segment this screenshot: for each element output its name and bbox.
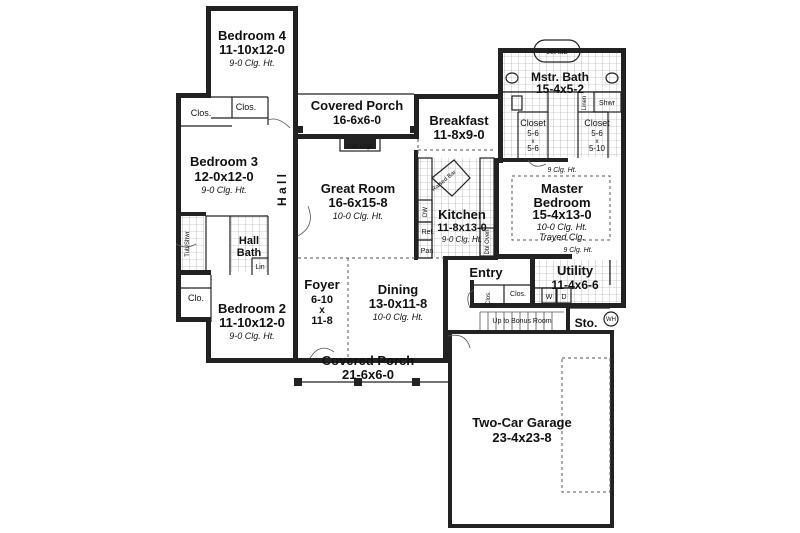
- clg-ht-label-bottom: 9 Clg. Ht.: [563, 247, 592, 254]
- hall-label: H a l l: [275, 174, 289, 206]
- ref-label: Ref.: [422, 229, 435, 236]
- closet-right-w: 5-6: [591, 129, 603, 138]
- porch-front-name: Covered Porch: [322, 353, 415, 368]
- walls: [176, 6, 626, 528]
- dining-ht: 10-0 Clg. Ht.: [373, 312, 424, 322]
- jet-tub-label: Jet tub: [546, 49, 567, 56]
- tub-shwr-label: Tub/Shwr: [185, 231, 191, 256]
- master-ht: 10-0 Clg. Ht.: [537, 222, 588, 232]
- kitchen-name: Kitchen: [438, 207, 486, 222]
- room-labels: Bedroom 4 11-10x12-0 9-0 Clg. Ht. Bedroo…: [190, 28, 599, 445]
- bedroom4-ht: 9-0 Clg. Ht.: [229, 58, 275, 68]
- clos-entry-small-label: Clos.: [486, 291, 492, 305]
- bedroom3-name: Bedroom 3: [190, 154, 258, 169]
- linen-label: Linen: [582, 96, 588, 111]
- dining-name: Dining: [378, 282, 418, 297]
- great-room-dim: 16-6x15-8: [328, 195, 387, 210]
- closet-right-d: 5-10: [589, 144, 606, 153]
- clg-ht-label-top: 9 Clg. Ht.: [547, 167, 576, 174]
- tiled-floors: [180, 52, 622, 304]
- clos-entry-label: Clos.: [510, 291, 526, 298]
- wh-label: WH: [606, 317, 616, 323]
- bedroom2-dim: 11-10x12-0: [219, 315, 285, 330]
- bedroom3-ht: 9-0 Clg. Ht.: [201, 185, 247, 195]
- closet-label-b4: Clos.: [236, 102, 257, 112]
- utility-name: Utility: [557, 263, 594, 278]
- storage-name: Sto.: [575, 316, 598, 330]
- kitchen-dim: 11-8x13-0: [437, 222, 487, 234]
- garage-dim: 23-4x23-8: [492, 430, 551, 445]
- bedroom4-dim: 11-10x12-0: [219, 42, 285, 57]
- interior-lines: [175, 39, 622, 493]
- closet-left-label: Closet: [520, 118, 546, 128]
- dw-label: DW: [423, 207, 429, 217]
- stairs: [479, 311, 564, 330]
- closet-left-d: 5-6: [527, 144, 539, 153]
- great-room-ht: 10-0 Clg. Ht.: [333, 211, 384, 221]
- master-note: Trayed Clg.: [539, 232, 585, 242]
- breakfast-dim: 11-8x9-0: [433, 127, 484, 142]
- bonus-room-label: Up to Bonus Room: [492, 318, 551, 325]
- closet-label-b2: Clo.: [188, 293, 204, 303]
- shwr-label: Shwr: [599, 100, 616, 107]
- mstr-bath-name: Mstr. Bath: [531, 70, 589, 84]
- bedroom2-name: Bedroom 2: [218, 301, 286, 316]
- entry-name: Entry: [469, 265, 503, 280]
- bedroom3-dim: 12-0x12-0: [194, 169, 253, 184]
- foyer-dim2: x: [319, 305, 325, 316]
- closet-left-x: x: [532, 139, 535, 145]
- closet-right-label: Closet: [584, 118, 610, 128]
- master-dim: 15-4x13-0: [532, 207, 591, 222]
- dryer-label: D: [561, 294, 566, 301]
- master-name2: Bedroom: [533, 195, 590, 210]
- kitchen-ht: 9-0 Clg. Ht.: [442, 235, 482, 244]
- breakfast-name: Breakfast: [429, 113, 489, 128]
- mstr-bath-dim: 15-4x5-2: [536, 82, 584, 96]
- hall-bath-name2: Bath: [237, 247, 262, 259]
- bedroom4-name: Bedroom 4: [218, 28, 287, 43]
- bedroom2-ht: 9-0 Clg. Ht.: [229, 331, 275, 341]
- great-room-name: Great Room: [321, 181, 395, 196]
- pan-label: Pan: [421, 248, 434, 255]
- dining-dim: 13-0x11-8: [369, 296, 428, 311]
- gas-logs-label: Gas Logs: [347, 144, 373, 150]
- closet-right-x: x: [596, 139, 599, 145]
- master-name1: Master: [541, 181, 583, 196]
- foyer-name: Foyer: [304, 277, 339, 292]
- porch-front-dim: 21-6x6-0: [342, 367, 394, 382]
- porch-rear-name: Covered Porch: [311, 98, 404, 113]
- washer-label: W: [546, 294, 553, 301]
- closet-label-b3: Clos.: [191, 108, 212, 118]
- garage-name: Two-Car Garage: [472, 415, 571, 430]
- foyer-dim1: 6-10: [311, 294, 333, 306]
- closet-left-w: 5-6: [527, 129, 539, 138]
- oven-label: Dbl Oven: [485, 229, 491, 254]
- hall-bath-name1: Hall: [239, 235, 259, 247]
- porch-rear-dim: 16-6x6-0: [333, 113, 381, 127]
- lin-label: Lin: [255, 264, 264, 271]
- foyer-dim3: 11-8: [311, 315, 332, 327]
- utility-dim: 11-4x6-6: [551, 278, 599, 292]
